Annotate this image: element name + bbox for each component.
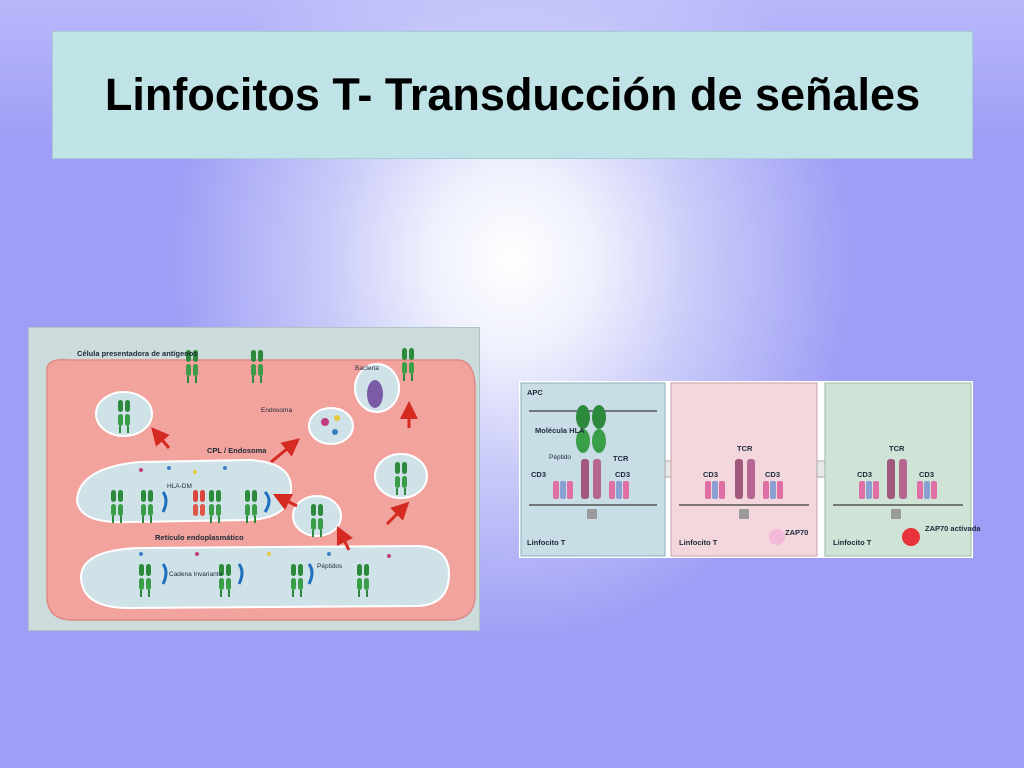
label-cadena: Cadena Invariante (169, 571, 223, 578)
zap70-protein (769, 529, 785, 545)
panel2-tcr: TCR (737, 444, 753, 453)
panel1-cd3-right: CD3 (615, 470, 630, 479)
tcr-signaling-figure: APC Molécula HLA Péptido TCR CD3 CD3 Lin… (519, 381, 981, 558)
panel1-cd3-left: CD3 (531, 470, 546, 479)
cd3-right (917, 481, 937, 499)
antigen-processing-figure: Célula presentadora de antígenos Bacteri… (28, 327, 480, 631)
panel3-tcr: TCR (889, 444, 905, 453)
hla-molecule (576, 405, 606, 453)
panel1-apc: APC (527, 388, 543, 397)
panel-3 (824, 382, 972, 557)
label-cpl: CPL / Endosoma (207, 446, 267, 455)
panel2-zap70: ZAP70 (785, 528, 808, 537)
vesicle (95, 391, 153, 437)
vesicle-right (374, 453, 428, 499)
endosome (308, 407, 354, 445)
reticulum (79, 544, 451, 610)
label-peptidos: Péptidos (317, 563, 343, 570)
panel1-peptido: Péptido (549, 454, 571, 461)
panel-2 (670, 382, 818, 557)
panel1-linfocito: Linfocito T (527, 538, 566, 547)
panel2-cd3-left: CD3 (703, 470, 718, 479)
bacteria (367, 380, 383, 408)
cpl-compartment (75, 458, 293, 524)
cd3-left (553, 481, 573, 499)
label-reticulo: Retículo endoplasmático (155, 533, 244, 542)
panel2-linfocito: Linfocito T (679, 538, 718, 547)
cd3-left (705, 481, 725, 499)
cd3-right (609, 481, 629, 499)
label-endosoma: Endosoma (261, 407, 292, 414)
panel3-cd3-left: CD3 (857, 470, 872, 479)
label-celula: Célula presentadora de antígenos (77, 349, 197, 358)
label-hla-dm: HLA-DM (167, 483, 192, 490)
slide-title: Linfocitos T- Transducción de señales (104, 69, 921, 120)
panel1-tcr: TCR (613, 454, 629, 463)
panel3-linfocito: Linfocito T (833, 538, 872, 547)
zap70-activated (902, 528, 920, 546)
panel2-cd3-right: CD3 (765, 470, 780, 479)
label-bacteria: Bacteria (355, 365, 379, 372)
cd3-left (859, 481, 879, 499)
antigen-processing-diagram: Célula presentadora de antígenos Bacteri… (46, 348, 476, 621)
panel3-cd3-right: CD3 (919, 470, 934, 479)
panel1-molecula: Molécula HLA (535, 426, 585, 435)
panel3-zap70: ZAP70 activada (925, 524, 981, 533)
tcr-signaling-diagram: APC Molécula HLA Péptido TCR CD3 CD3 Lin… (520, 382, 981, 557)
cd3-right (763, 481, 783, 499)
vesicle-mid (292, 495, 342, 537)
title-box: Linfocitos T- Transducción de señales (52, 31, 973, 159)
